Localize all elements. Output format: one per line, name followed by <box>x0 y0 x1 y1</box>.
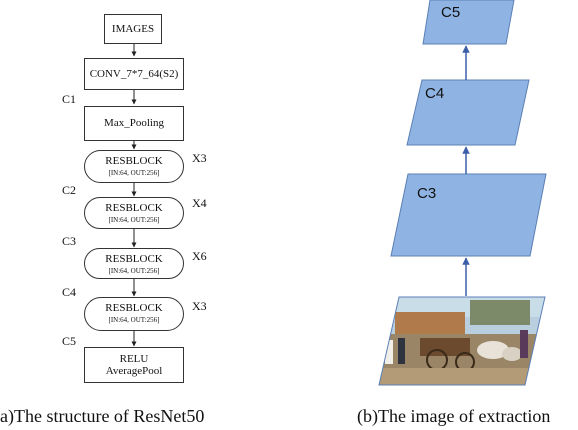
resblock-1: RESBLOCK [IN:64, OUT:256] <box>84 150 184 183</box>
resblock-1-title: RESBLOCK <box>105 155 163 167</box>
repeat-label-4: X3 <box>192 299 207 313</box>
caption-a: (a)The structure of ResNet50 <box>0 406 205 426</box>
resblock-3-title: RESBLOCK <box>105 253 163 265</box>
feature-planes <box>390 0 547 257</box>
resblock-4-sub: [IN:64, OUT:256] <box>108 316 160 324</box>
repeat-label-1: X3 <box>192 151 207 165</box>
caption-b-clip: (b)The image of extraction <box>290 402 578 430</box>
resblock-4-title: RESBLOCK <box>105 302 163 314</box>
images-box: IMAGES <box>104 14 162 44</box>
stage-label-c5: C5 <box>62 334 77 348</box>
resblock-2-sub: [IN:64, OUT:256] <box>108 216 160 224</box>
repeat-label-2: X4 <box>192 196 207 210</box>
repeat-label-3: X6 <box>192 249 207 263</box>
stage-label-c4: C4 <box>62 285 77 299</box>
plane-c5 <box>422 0 515 45</box>
stage-label-c2: C2 <box>62 183 77 197</box>
relu-box: RELU AveragePool <box>84 347 184 383</box>
averagepool-label: AveragePool <box>105 365 163 377</box>
resblock-2-title: RESBLOCK <box>105 202 163 214</box>
relu-label: RELU <box>119 352 149 365</box>
resblock-3-sub: [IN:64, OUT:256] <box>108 267 160 275</box>
plane-c3 <box>390 173 547 257</box>
maxpool-box: Max_Pooling <box>84 106 184 141</box>
conv-box: CONV_7*7_64(S2) <box>84 58 184 90</box>
stage-label-c3: C3 <box>62 234 77 248</box>
resblock-1-sub: [IN:64, OUT:256] <box>108 169 160 177</box>
plane-c4-label: C4 <box>425 85 445 102</box>
caption-a-clip: (a)The structure of ResNet50 <box>0 402 290 430</box>
stage-label-c1: C1 <box>62 92 77 106</box>
plane-c5-label: C5 <box>441 4 461 21</box>
plane-c4 <box>406 79 530 146</box>
resblock-2: RESBLOCK [IN:64, OUT:256] <box>84 197 184 229</box>
caption-b: (b)The image of extraction <box>357 406 551 426</box>
input-image-frame <box>378 296 546 386</box>
input-image <box>379 297 545 385</box>
resblock-3: RESBLOCK [IN:64, OUT:256] <box>84 248 184 279</box>
resblock-4: RESBLOCK [IN:64, OUT:256] <box>84 297 184 331</box>
plane-c3-label: C3 <box>417 185 437 202</box>
